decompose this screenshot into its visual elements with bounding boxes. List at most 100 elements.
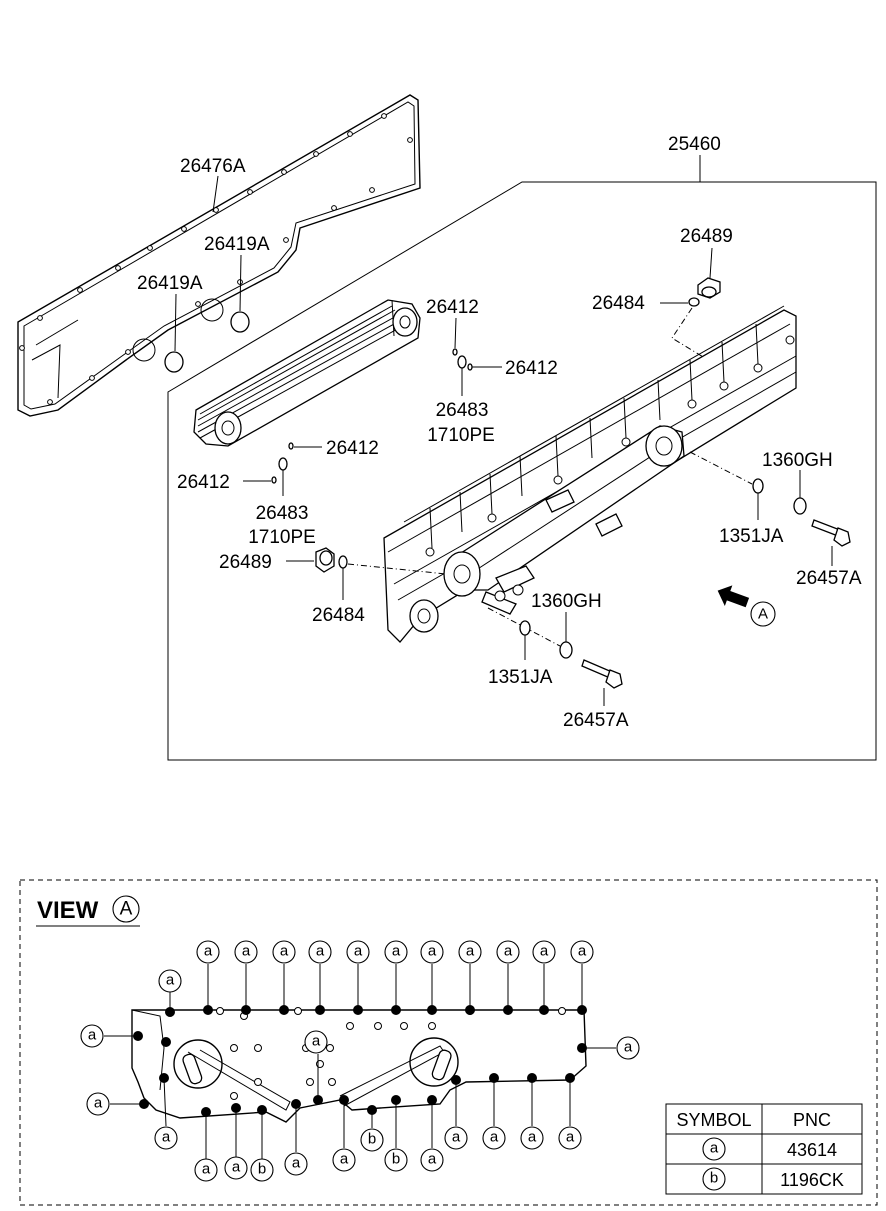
- bolt-26457a-mid: [581, 659, 623, 689]
- svg-text:a: a: [392, 943, 401, 960]
- label-26484-bot: 26484: [312, 605, 365, 626]
- drain-plug-bottom: [315, 547, 335, 573]
- label-26476a: 26476A: [180, 156, 246, 177]
- svg-text:a: a: [354, 943, 363, 960]
- callout-a: a: [80, 1024, 104, 1048]
- label-26457a-mid: 26457A: [563, 710, 629, 731]
- svg-text:a: a: [204, 943, 213, 960]
- ring-1360gh-right: [793, 497, 807, 515]
- svg-text:a: a: [162, 1129, 171, 1146]
- svg-text:a: a: [466, 943, 475, 960]
- view-a-arrow-letter: A: [758, 606, 768, 623]
- callout-a: a: [420, 940, 444, 964]
- callout-a: a: [570, 940, 594, 964]
- label-1710pe-top: 1710PE: [427, 425, 495, 446]
- view-a-housing: [131, 1007, 587, 1123]
- gasket-26484-bot: [338, 555, 348, 569]
- label-26483-top: 26483: [436, 400, 489, 421]
- table-row-pnc: 43614: [787, 1140, 837, 1160]
- callout-a: a: [420, 1148, 444, 1172]
- callout-b: b: [384, 1148, 408, 1172]
- svg-text:b: b: [392, 1151, 400, 1168]
- view-title-letter: A: [120, 899, 133, 920]
- svg-text:a: a: [452, 1129, 461, 1146]
- label-26412-top: 26412: [426, 297, 479, 318]
- label-26484-top: 26484: [592, 293, 645, 314]
- ring-1351ja-mid: [519, 620, 531, 636]
- view-a-title: VIEW A: [36, 895, 140, 927]
- svg-text:a: a: [292, 1155, 301, 1172]
- label-26489-bot: 26489: [219, 552, 272, 573]
- callout-a: a: [194, 1158, 218, 1182]
- callout-a: a: [558, 1126, 582, 1150]
- oring-26483-bot: [278, 457, 288, 471]
- svg-text:a: a: [316, 943, 325, 960]
- label-26483-bot: 26483: [256, 503, 309, 524]
- callout-a: a: [458, 940, 482, 964]
- svg-text:a: a: [232, 1159, 241, 1176]
- assembly-box: [167, 181, 877, 761]
- label-26412-mid: 26412: [326, 438, 379, 459]
- callout-a: a: [532, 940, 556, 964]
- svg-text:b: b: [368, 1131, 376, 1148]
- callout-a: a: [272, 940, 296, 964]
- oil-cooler-gasket: [17, 94, 421, 417]
- svg-text:a: a: [428, 943, 437, 960]
- table-row-pnc: 1196CK: [780, 1170, 844, 1190]
- svg-text:a: a: [88, 1027, 97, 1044]
- table-row-symbol: b: [710, 1170, 718, 1187]
- callout-a: a: [196, 940, 220, 964]
- svg-text:a: a: [312, 1033, 321, 1050]
- svg-text:a: a: [566, 1129, 575, 1146]
- callout-a: a: [482, 1126, 506, 1150]
- callout-a: a: [308, 940, 332, 964]
- drain-plug-top: [697, 277, 721, 299]
- oring-26419a-left: [164, 351, 184, 373]
- svg-text:a: a: [528, 1129, 537, 1146]
- svg-text:a: a: [340, 1151, 349, 1168]
- table-row-symbol: a: [710, 1140, 719, 1157]
- callout-a: a: [346, 940, 370, 964]
- callout-a: a: [332, 1148, 356, 1172]
- view-a-panel: [19, 879, 878, 1206]
- svg-text:a: a: [428, 1151, 437, 1168]
- callout-a: a: [496, 940, 520, 964]
- svg-text:a: a: [202, 1161, 211, 1178]
- label-26419a-upper: 26419A: [204, 234, 270, 255]
- svg-text:a: a: [578, 943, 587, 960]
- ring-1351ja-right: [752, 478, 764, 494]
- label-26412-topright: 26412: [505, 358, 558, 379]
- svg-text:a: a: [242, 943, 251, 960]
- svg-text:b: b: [258, 1161, 266, 1178]
- oil-cooler-core: [193, 299, 421, 447]
- view-a-bolts: [104, 964, 616, 1160]
- callout-a: a: [154, 1126, 178, 1150]
- callout-a: a: [384, 940, 408, 964]
- callout-a: a: [616, 1036, 640, 1060]
- callout-a: a: [284, 1152, 308, 1176]
- view-title-text: VIEW: [37, 897, 99, 924]
- label-1351ja-mid: 1351JA: [488, 667, 553, 688]
- view-a-arrow: A: [717, 585, 776, 627]
- label-1360gh-mid: 1360GH: [531, 591, 602, 612]
- gasket-26484-top: [688, 297, 700, 307]
- callout-a: a: [234, 940, 258, 964]
- label-1360gh-right: 1360GH: [762, 450, 833, 471]
- svg-text:a: a: [624, 1039, 633, 1056]
- callout-a: a: [86, 1092, 110, 1116]
- label-1351ja-right: 1351JA: [719, 526, 784, 547]
- svg-text:a: a: [504, 943, 513, 960]
- callout-a: a: [224, 1156, 248, 1180]
- label-26412-left: 26412: [177, 472, 230, 493]
- oring-26419a-right: [230, 311, 250, 333]
- label-26419a-lower: 26419A: [137, 273, 203, 294]
- callout-a: a: [304, 1030, 328, 1054]
- bolt-26457a-right: [811, 519, 851, 547]
- oring-26483-top: [457, 355, 467, 369]
- ring-1360gh-mid: [559, 641, 573, 659]
- table-header-symbol: SYMBOL: [676, 1110, 751, 1130]
- callout-b: b: [360, 1128, 384, 1152]
- callout-b: b: [250, 1158, 274, 1182]
- callout-a: a: [158, 969, 182, 993]
